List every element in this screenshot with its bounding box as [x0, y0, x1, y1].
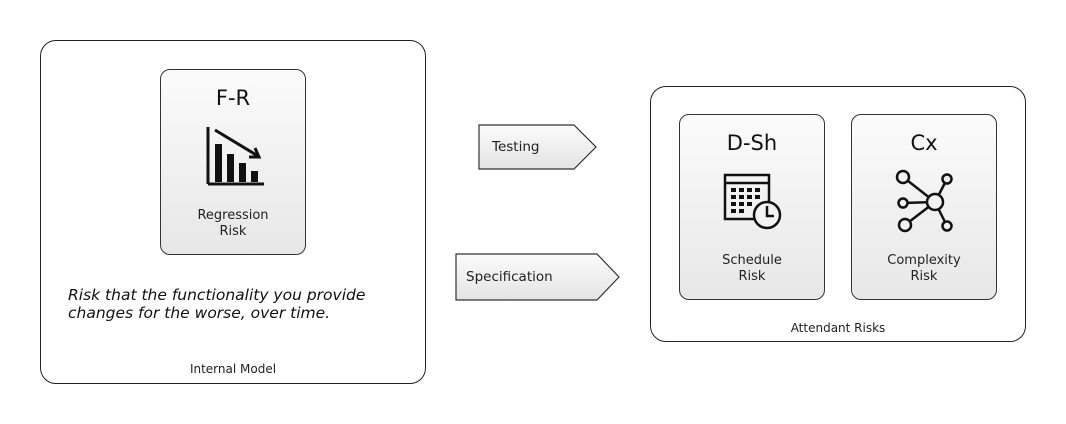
schedule-risk-card[interactable]: D-Sh Schedule Risk — [679, 114, 825, 300]
regression-risk-code: F-R — [215, 86, 251, 110]
network-hub-icon — [895, 169, 953, 233]
attendant-risks-caption: Attendant Risks — [790, 321, 886, 335]
risk-description: Risk that the functionality you provide … — [68, 286, 366, 322]
specification-arrow[interactable]: Specification — [455, 253, 621, 301]
complexity-risk-label: Complexity Risk — [887, 253, 961, 284]
regression-risk-label: Regression Risk — [197, 208, 269, 239]
testing-label: Testing — [492, 139, 540, 155]
specification-label: Specification — [466, 269, 553, 285]
declining-bar-chart-icon — [206, 127, 264, 186]
complexity-risk-card[interactable]: Cx Complexity Risk — [851, 114, 997, 300]
schedule-risk-code: D-Sh — [726, 131, 778, 155]
arrow-shape — [455, 253, 620, 301]
complexity-risk-code: Cx — [910, 131, 938, 155]
regression-risk-card[interactable]: F-R Regression Risk — [160, 69, 306, 255]
arrow-shape — [478, 124, 597, 170]
schedule-risk-label: Schedule Risk — [722, 253, 782, 284]
testing-arrow[interactable]: Testing — [478, 124, 598, 170]
internal-model-caption: Internal Model — [189, 362, 277, 376]
calendar-clock-icon — [723, 173, 782, 230]
